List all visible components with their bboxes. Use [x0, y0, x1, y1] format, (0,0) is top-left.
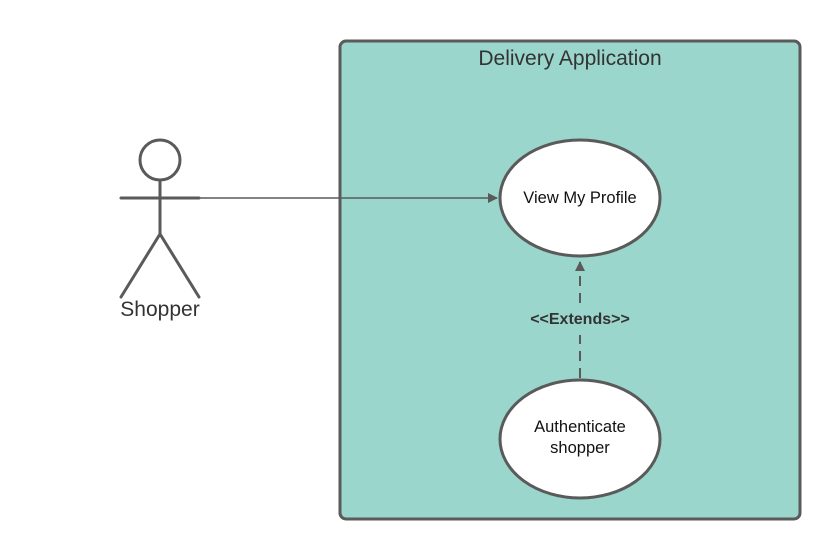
actor-label: Shopper — [120, 298, 199, 321]
use-case-view-profile-label: View My Profile — [523, 189, 636, 207]
actor-right-leg — [158, 232, 201, 299]
actor-head — [138, 138, 182, 182]
actor-shopper-icon — [119, 138, 201, 299]
use-case-view-profile[interactable] — [498, 138, 662, 258]
system-title: Delivery Application — [478, 47, 661, 70]
system-boundary — [338, 39, 802, 521]
use-case-authenticate-label-line1: Authenticate — [534, 418, 626, 436]
extends-label: <<Extends>> — [530, 311, 630, 328]
use-case-authenticate-label-line2: shopper — [550, 439, 610, 457]
use-case-authenticate[interactable] — [498, 378, 662, 500]
actor-left-leg — [119, 232, 162, 299]
